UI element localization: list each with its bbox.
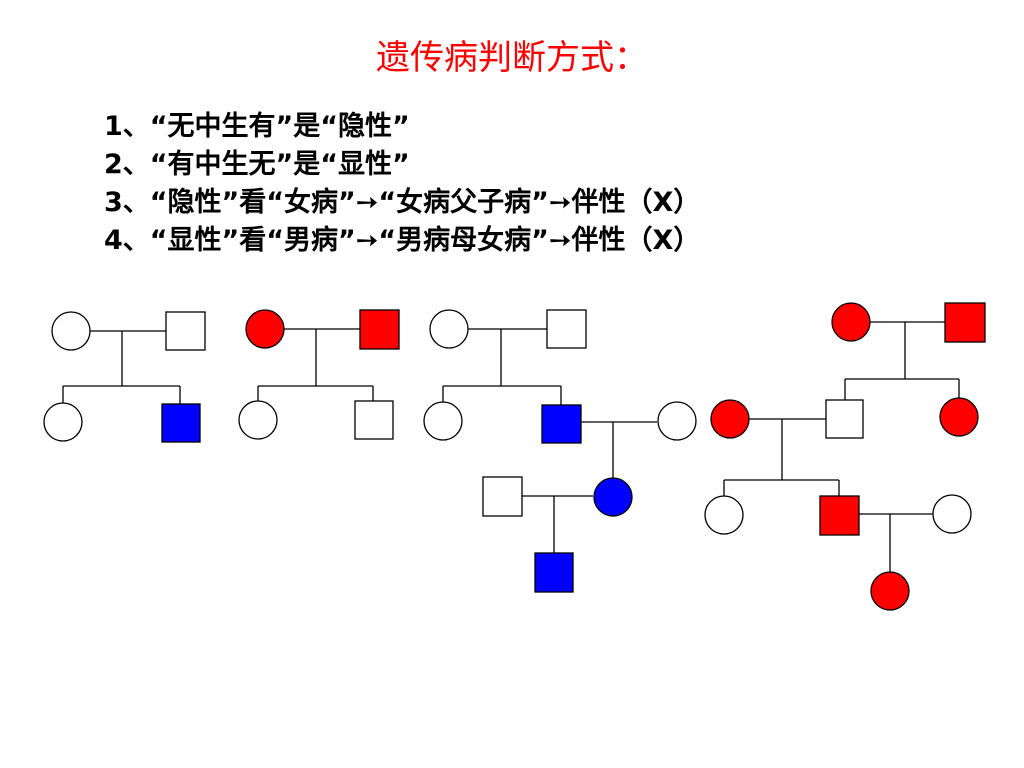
rules-list: 1、“无中生有”是“隐性” 2、“有中生无”是“显性” 3、“隐性”看“女病”➙… — [104, 108, 700, 260]
p4-great-granddaughter — [870, 571, 910, 611]
p2-daughter — [238, 400, 278, 440]
p1-mother — [51, 311, 91, 351]
p4-daughter — [939, 397, 979, 437]
p3-grandfather — [546, 309, 587, 349]
p4-son-spouse — [710, 399, 750, 439]
pedigree-1 — [43, 311, 206, 443]
pedigree-3 — [423, 309, 697, 593]
pedigree-2 — [238, 309, 400, 440]
rule-3: 3、“隐性”看“女病”➙“女病父子病”➙伴性（X） — [104, 187, 701, 218]
p1-father — [165, 311, 206, 351]
p3-grandmother — [429, 309, 469, 349]
pedigree-lines — [62, 321, 960, 572]
rule-1: 1、“无中生有”是“隐性” — [104, 111, 410, 142]
p3-son — [541, 404, 582, 444]
p4-grandson — [819, 495, 860, 536]
p3-granddaughter-spouse — [482, 476, 523, 517]
rule-2: 2、“有中生无”是“显性” — [104, 149, 410, 180]
p4-grandson-spouse — [932, 494, 972, 534]
p4-son — [825, 399, 864, 439]
p3-granddaughter — [593, 477, 633, 517]
p4-grandmother — [831, 302, 871, 342]
p1-son — [161, 403, 201, 443]
p4-grandfather — [944, 302, 986, 343]
rule-4: 4、“显性”看“男病”➙“男病母女病”➙伴性（X） — [104, 225, 701, 256]
p3-great-grandson — [534, 552, 574, 593]
page-title: 遗传病判断方式： — [376, 38, 648, 78]
p2-mother — [245, 309, 285, 349]
p3-son-spouse — [657, 401, 697, 441]
pedigree-4 — [704, 302, 986, 611]
p3-daughter — [423, 401, 463, 441]
p2-father — [359, 309, 400, 350]
p1-daughter — [43, 402, 83, 442]
p2-son — [354, 400, 394, 440]
p4-granddaughter — [704, 495, 744, 535]
